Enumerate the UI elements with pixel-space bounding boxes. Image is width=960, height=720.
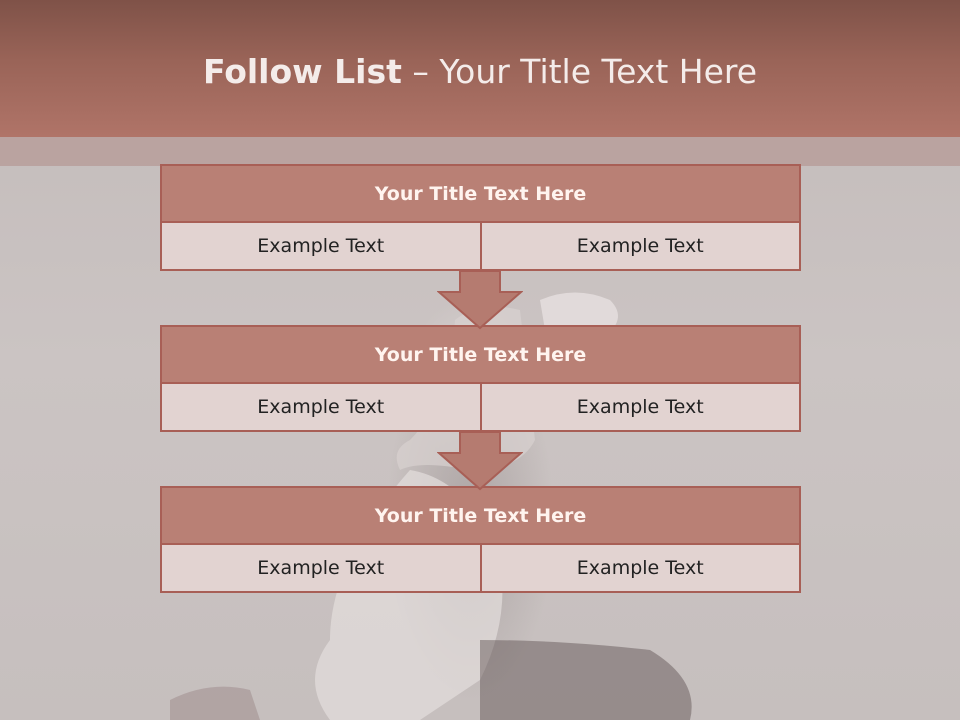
block-title: Your Title Text Here: [162, 488, 799, 545]
block-cell-right: Example Text: [479, 384, 799, 430]
header-subband: [0, 137, 960, 166]
slide-title-bold: Follow List: [202, 52, 402, 91]
header-band: [0, 0, 960, 137]
down-arrow-icon: [437, 431, 523, 491]
block-row: Example Text Example Text: [162, 223, 799, 269]
slide-title: Follow List – Your Title Text Here: [0, 52, 960, 91]
block-cell-left: Example Text: [162, 545, 480, 591]
block-cell-left: Example Text: [162, 223, 480, 269]
down-arrow-icon: [437, 270, 523, 330]
block-title: Your Title Text Here: [162, 327, 799, 384]
block-row: Example Text Example Text: [162, 384, 799, 430]
block-cell-right: Example Text: [479, 223, 799, 269]
block-row: Example Text Example Text: [162, 545, 799, 591]
follow-block-1: Your Title Text Here Example Text Exampl…: [160, 164, 801, 271]
follow-block-2: Your Title Text Here Example Text Exampl…: [160, 325, 801, 432]
block-cell-left: Example Text: [162, 384, 480, 430]
follow-block-3: Your Title Text Here Example Text Exampl…: [160, 486, 801, 593]
block-title: Your Title Text Here: [162, 166, 799, 223]
block-cell-right: Example Text: [479, 545, 799, 591]
slide-title-rest: – Your Title Text Here: [401, 52, 758, 91]
